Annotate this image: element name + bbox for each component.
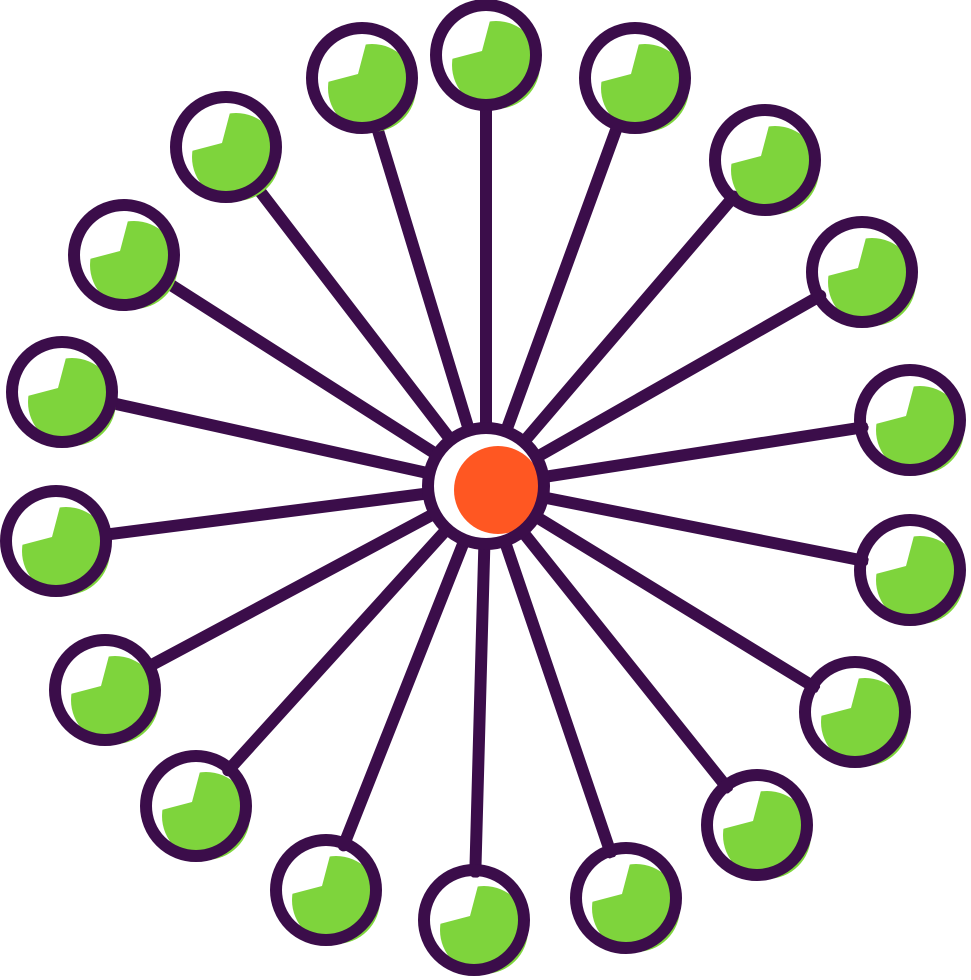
node-highlight — [13, 498, 63, 547]
node-circle — [270, 834, 382, 946]
spoke-line — [469, 533, 491, 879]
node-highlight — [319, 35, 368, 84]
hub-fill — [454, 446, 542, 534]
spoke-line — [526, 508, 821, 693]
node-highlight — [819, 229, 868, 278]
node-circle — [6, 336, 118, 448]
node-circle — [701, 769, 813, 881]
node-outline — [49, 634, 161, 746]
node-circle — [854, 514, 966, 626]
spoke-line — [97, 486, 439, 541]
node-highlight — [183, 104, 232, 153]
node-outline — [418, 864, 530, 976]
spoke-line — [526, 289, 827, 466]
node-highlight — [812, 669, 861, 718]
node-highlight — [443, 12, 492, 62]
node-circle — [806, 216, 918, 328]
node-outline — [570, 842, 682, 954]
node-highlight — [81, 212, 130, 261]
node-highlight — [867, 377, 916, 426]
node-outline — [306, 22, 418, 134]
spoke-line — [513, 522, 734, 794]
node-outline — [854, 364, 966, 476]
node-outline — [709, 104, 821, 216]
hub-group — [422, 422, 550, 550]
spoke-line — [497, 531, 617, 859]
spoke-line — [533, 421, 869, 484]
node-outline — [806, 216, 918, 328]
node-outline — [854, 514, 966, 626]
node-outline — [270, 834, 382, 946]
node-highlight — [714, 782, 763, 831]
spoke-line — [141, 505, 445, 674]
node-highlight — [867, 527, 916, 576]
node-circle — [140, 750, 252, 862]
node-outline — [140, 750, 252, 862]
spoke-line — [337, 530, 473, 852]
node-outline — [68, 199, 180, 311]
node-circle — [306, 22, 418, 134]
node-circle — [68, 199, 180, 311]
spoke-line — [249, 179, 460, 450]
node-circle — [799, 656, 911, 768]
spoke-line — [158, 274, 447, 463]
node-outline — [0, 485, 112, 597]
spoke-line — [515, 190, 740, 451]
spoke-line — [532, 490, 869, 567]
node-circle — [709, 104, 821, 216]
node-circle — [49, 634, 161, 746]
node-circle — [579, 22, 691, 134]
node-circle — [0, 485, 112, 597]
node-highlight — [592, 35, 641, 84]
spokes-group — [97, 97, 869, 879]
spoke-line — [369, 117, 477, 441]
hub-outline — [422, 422, 550, 550]
node-circle — [418, 864, 530, 976]
node-highlight — [19, 349, 68, 398]
node-highlight — [583, 855, 632, 904]
node-circle — [430, 0, 542, 111]
node-highlight — [62, 647, 111, 696]
node-highlight — [722, 117, 771, 166]
spoke-line — [102, 396, 440, 481]
node-outline — [6, 336, 118, 448]
spoke-line — [498, 117, 625, 442]
spoke-line — [222, 520, 456, 777]
node-outline — [799, 656, 911, 768]
node-highlight — [431, 877, 480, 926]
node-highlight — [153, 763, 202, 812]
node-outline — [430, 0, 542, 111]
node-outline — [170, 91, 282, 203]
node-circle — [570, 842, 682, 954]
node-highlight — [283, 847, 332, 896]
node-outline — [701, 769, 813, 881]
node-outline — [579, 22, 691, 134]
node-circle — [854, 364, 966, 476]
node-circle — [170, 91, 282, 203]
